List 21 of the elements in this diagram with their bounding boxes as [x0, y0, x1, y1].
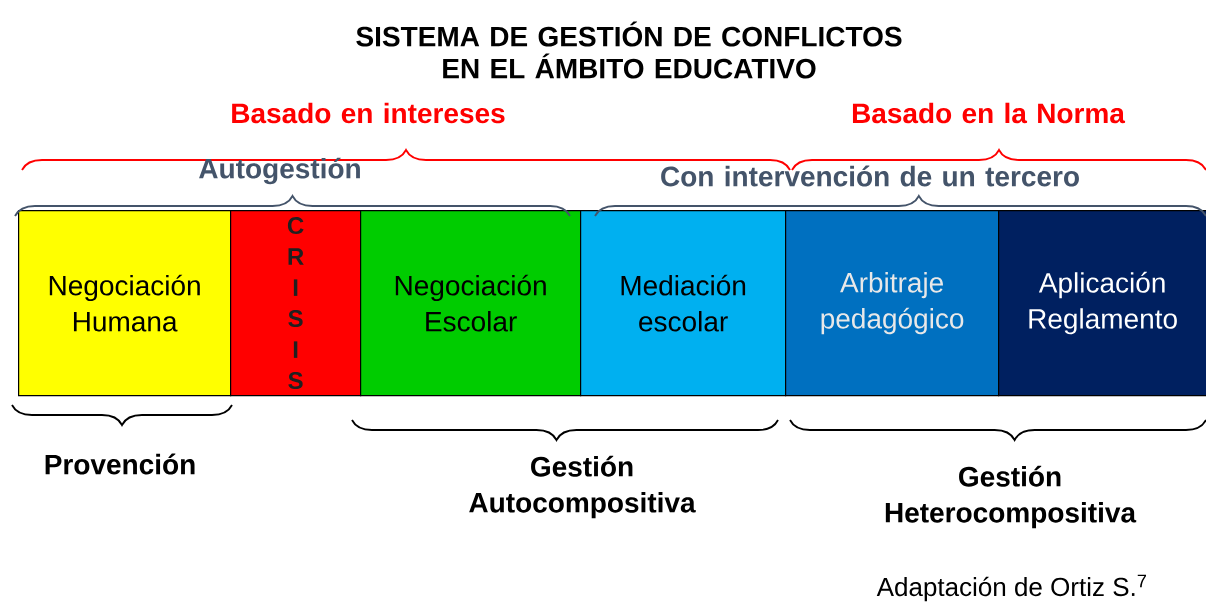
- box-text: Aplicación Reglamento: [1029, 271, 1177, 335]
- process-box: [785, 210, 1000, 397]
- bracket-label: Basado en la Norma: [852, 102, 1126, 124]
- caption: Adaptación de Ortiz S.$^{7}$: [876, 574, 1146, 602]
- process-box: [18, 210, 232, 397]
- box-text: Mediación escolar: [621, 274, 746, 332]
- bracket-label: Gestión Heterocompositiva: [885, 465, 1137, 529]
- bracket-label: Gestión Autocompositiva: [469, 455, 696, 519]
- crisis-box: [230, 210, 362, 397]
- title: SISTEMA DE GESTIÓN DE CONFLICTOS EN EL ÁMBITO EDUCATIVO: [356, 21, 902, 79]
- process-box: [580, 210, 787, 397]
- box-text: C R I S I S: [287, 217, 304, 390]
- bracket-label: Con intervención de un tercero: [661, 165, 1079, 187]
- process-box: [998, 210, 1206, 397]
- bracket-label: Basado en intereses: [232, 102, 505, 124]
- process-box: [360, 210, 582, 397]
- box-text: Negociación Humana: [49, 274, 200, 332]
- bracket-label: Autogestión: [199, 157, 360, 185]
- box-text: Arbitraje pedagógico: [821, 272, 964, 335]
- box-text: Negociación Escolar: [395, 274, 546, 332]
- bracket-label: Provención: [45, 453, 195, 475]
